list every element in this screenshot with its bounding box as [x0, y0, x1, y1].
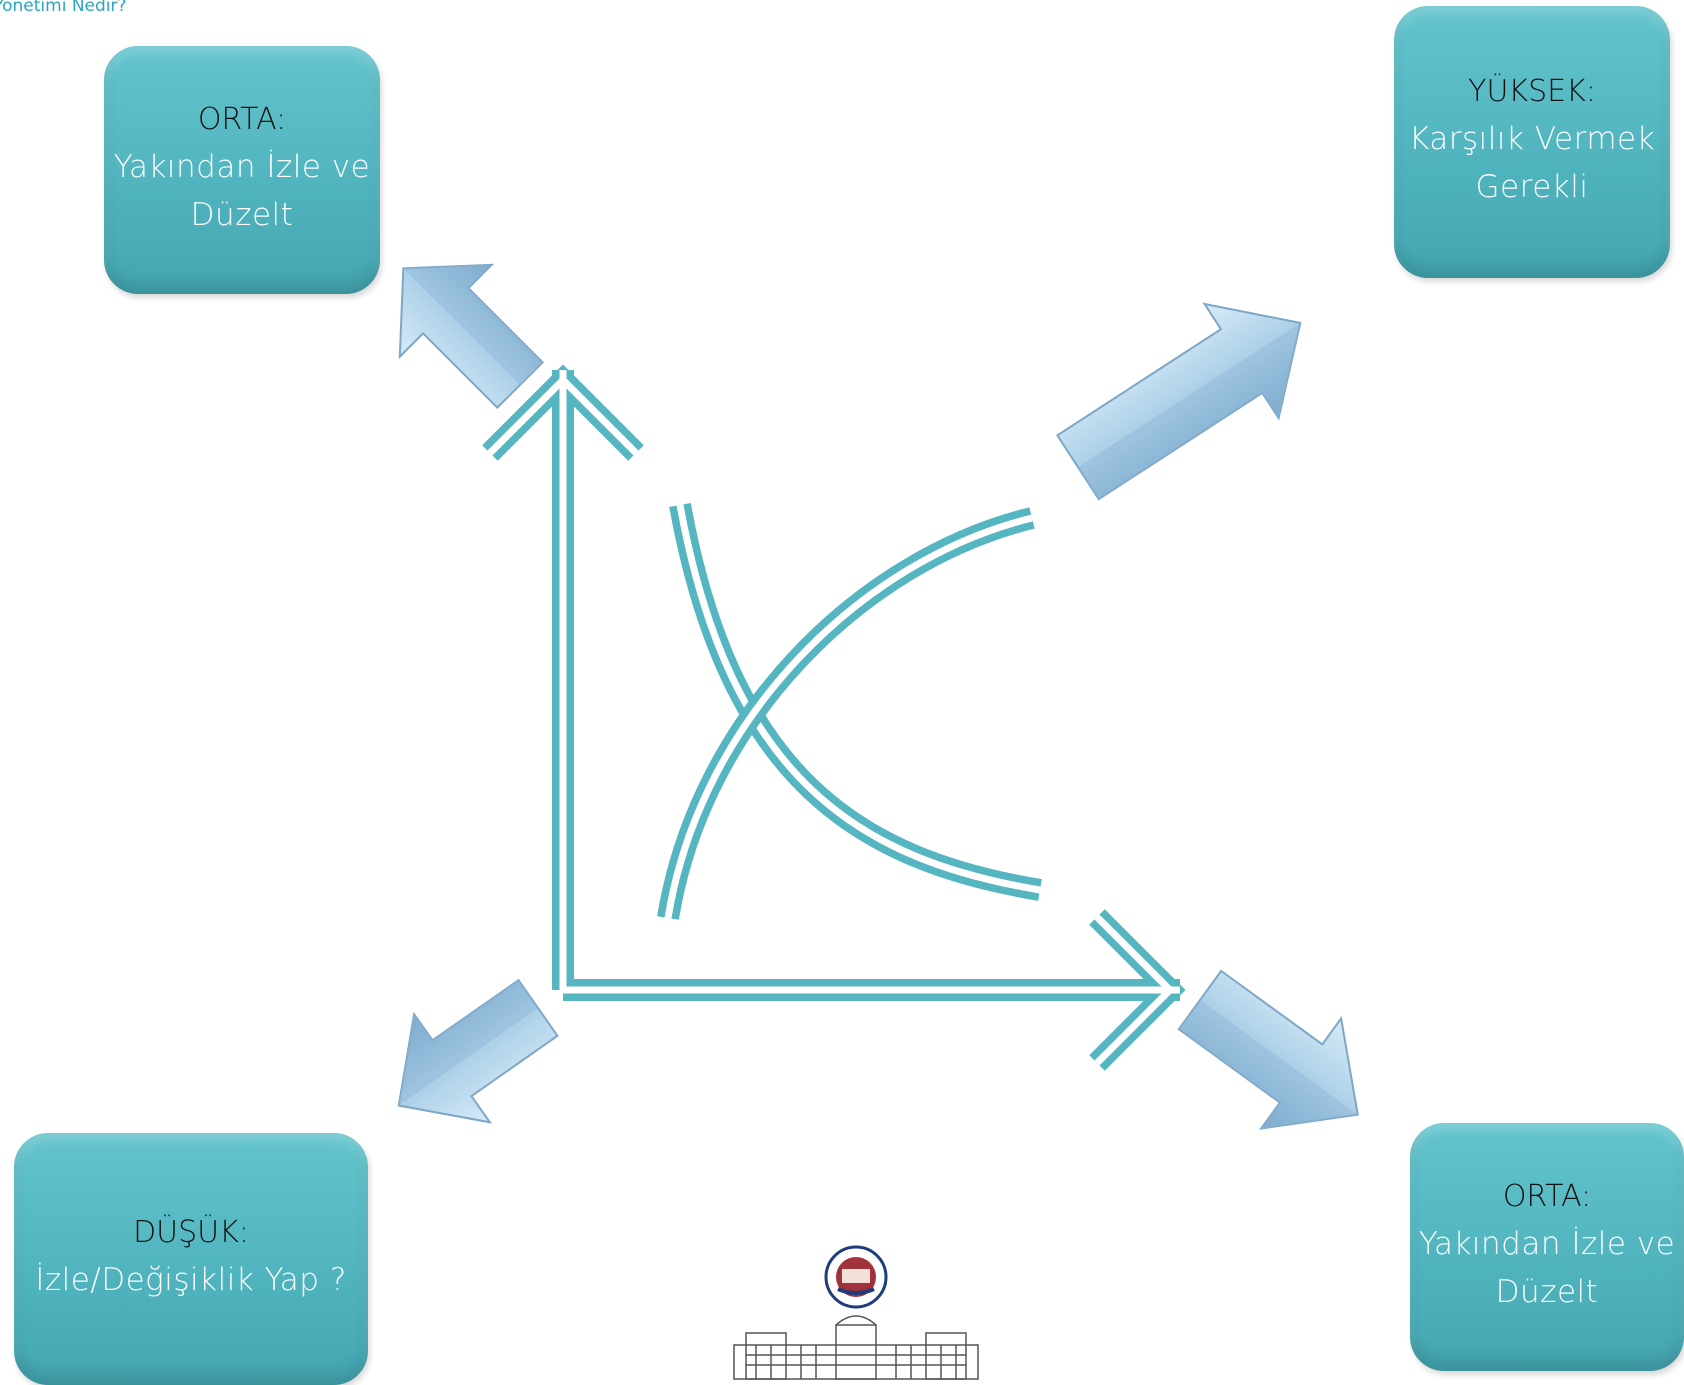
box-top-left-medium: ORTA: Yakından İzle ve Düzelt	[104, 46, 380, 294]
box-bottom-left-low: DÜŞÜK: İzle/Değişiklik Yap ?	[14, 1133, 368, 1385]
action-text: Yakından İzle ve Düzelt	[1418, 1225, 1676, 1310]
action-text: Yakından İzle ve Düzelt	[113, 148, 371, 233]
axes	[482, 364, 1186, 1071]
level-label: DÜŞÜK:	[133, 1214, 249, 1250]
box-bottom-right-medium: ORTA: Yakından İzle ve Düzelt	[1410, 1123, 1684, 1371]
level-label: YÜKSEK:	[1468, 73, 1596, 109]
seal-icon	[824, 1245, 888, 1309]
box-top-right-high: YÜKSEK: Karşılık Vermek Gerekli	[1394, 6, 1670, 278]
arrow-bottom-right	[1177, 969, 1359, 1130]
action-text: İzle/Değişiklik Yap ?	[35, 1261, 347, 1298]
level-label: ORTA:	[1502, 1178, 1592, 1214]
arrow-top-left	[398, 263, 545, 410]
action-text: Karşılık Vermek Gerekli	[1408, 120, 1656, 205]
curves	[657, 503, 1042, 920]
arrow-top-right	[1055, 302, 1302, 501]
header-title: Yönetimi Nedir?	[0, 0, 127, 16]
level-label: ORTA:	[197, 101, 287, 137]
building-facade-icon	[733, 1315, 979, 1380]
arrow-bottom-left	[397, 978, 559, 1124]
university-seal-logo	[733, 1245, 979, 1380]
